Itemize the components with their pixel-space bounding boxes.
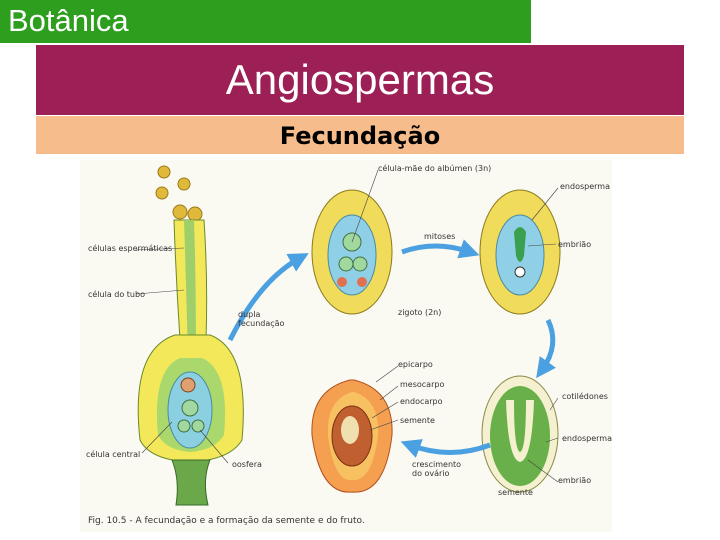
- process-arrows: [227, 239, 556, 458]
- leader-lines: [135, 169, 559, 483]
- figure-caption: Fig. 10.5 - A fecundação e a formação da…: [88, 516, 365, 526]
- label-crescimento-ovario: crescimento do ovário: [412, 460, 462, 478]
- fecundation-illustration: [135, 165, 561, 506]
- slide-subtitle: Fecundação: [279, 122, 441, 150]
- subtitle-bar: Fecundação: [36, 116, 684, 154]
- label-zigoto: zigoto (2n): [398, 308, 442, 317]
- label-cotiledones: cotilédones: [562, 392, 608, 401]
- label-embriao-1: embrião: [558, 240, 592, 249]
- label-endosperma-2: endosperma: [562, 434, 612, 443]
- label-celula-do-tubo: célula do tubo: [88, 290, 145, 299]
- label-epicarpo: epicarpo: [398, 360, 433, 369]
- fruit: [311, 379, 393, 493]
- label-endosperma-1: endosperma: [560, 182, 610, 191]
- ovule-embryo: [479, 189, 561, 315]
- subject-title: Botânica: [8, 3, 129, 38]
- label-celula-central: célula central: [86, 450, 141, 459]
- label-mitoses: mitoses: [424, 232, 456, 241]
- label-embriao-2: embrião: [558, 476, 592, 485]
- label-mesocarpo: mesocarpo: [400, 380, 445, 389]
- title-bar: Angiospermas: [36, 45, 684, 115]
- label-semente-2: semente: [498, 488, 533, 497]
- label-semente-1: semente: [400, 416, 435, 425]
- slide-title: Angiospermas: [225, 56, 495, 103]
- ovule-albumen: [311, 189, 393, 315]
- pistil: [137, 219, 244, 506]
- seed: [481, 375, 559, 493]
- fecundation-figure: células espermáticas célula do tubo dupl…: [80, 160, 612, 532]
- label-endocarpo: endocarpo: [400, 397, 443, 406]
- label-celula-mae-albumen: célula-mãe do albúmen (3n): [378, 164, 492, 173]
- pollen-grains: [155, 165, 203, 222]
- label-celulas-espermaticas: células espermáticas: [88, 244, 173, 253]
- label-oosfera: oosfera: [232, 460, 262, 469]
- label-dupla-fecundacao: dupla fecundação: [238, 310, 285, 328]
- header-bar: Botânica: [0, 0, 531, 43]
